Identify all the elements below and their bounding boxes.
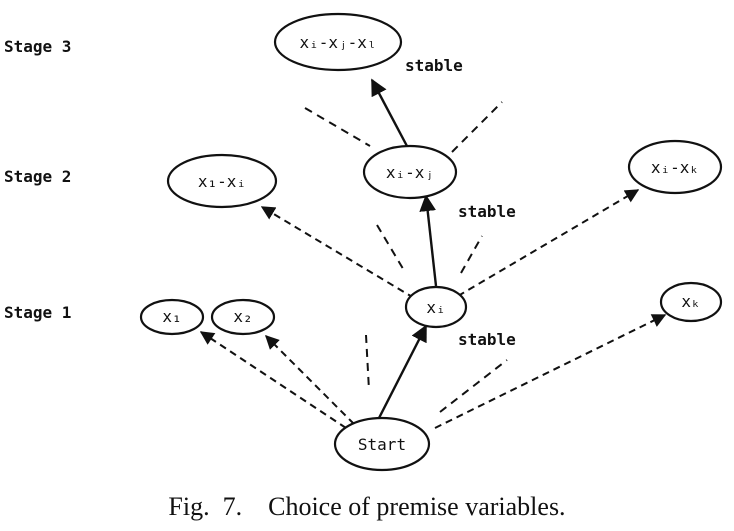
edge-start-x1 xyxy=(199,331,347,429)
node-xk-label: xₖ xyxy=(681,292,700,311)
edge-xi-xixk xyxy=(457,189,640,297)
node-xi-xj: xᵢ-xⱼ xyxy=(362,144,458,200)
node-xi-xj-xl: xᵢ-xⱼ-xₗ xyxy=(273,12,403,72)
edge-start-x2 xyxy=(265,335,355,425)
divider-stage3-left xyxy=(304,107,371,147)
stage-3-label: Stage 3 xyxy=(4,37,71,56)
stage-1-label: Stage 1 xyxy=(4,303,71,322)
divider-stage2-right xyxy=(460,235,483,274)
node-x1: x₁ xyxy=(139,298,205,336)
node-x1-label: x₁ xyxy=(162,307,181,326)
stable-label-stage2: stable xyxy=(458,202,516,221)
node-x1-xi: x₁-xᵢ xyxy=(166,153,278,209)
divider-stage1-right xyxy=(439,359,508,413)
stage-2-label: Stage 2 xyxy=(4,167,71,186)
figure-caption: Fig. 7. Choice of premise variables. xyxy=(168,492,565,521)
node-xi: xᵢ xyxy=(404,285,468,329)
edge-xi-xixj xyxy=(419,194,438,287)
edge-xi-x1xi xyxy=(260,206,415,299)
divider-stage3-right xyxy=(451,101,503,153)
node-x2: x₂ xyxy=(210,298,276,336)
node-xi-xk: xᵢ-xₖ xyxy=(627,139,723,195)
node-x1-xi-label: x₁-xᵢ xyxy=(198,172,246,191)
node-xi-xj-xl-label: xᵢ-xⱼ-xₗ xyxy=(299,33,376,52)
stable-label-stage3: stable xyxy=(405,56,463,75)
node-xi-xk-label: xᵢ-xₖ xyxy=(651,158,699,177)
node-start-label: Start xyxy=(358,435,406,454)
node-xi-label: xᵢ xyxy=(426,298,445,317)
edge-start-xi xyxy=(376,324,428,421)
divider-stage2-left xyxy=(376,224,406,273)
divider-stage1-left xyxy=(365,334,370,391)
stable-label-stage1: stable xyxy=(458,330,516,349)
edge-start-xk xyxy=(434,314,667,429)
edge-xixj-xixjxl xyxy=(370,78,410,149)
node-start: Start xyxy=(333,416,431,472)
node-xk: xₖ xyxy=(659,281,723,323)
node-x2-label: x₂ xyxy=(233,307,252,326)
node-xi-xj-label: xᵢ-xⱼ xyxy=(386,163,434,182)
